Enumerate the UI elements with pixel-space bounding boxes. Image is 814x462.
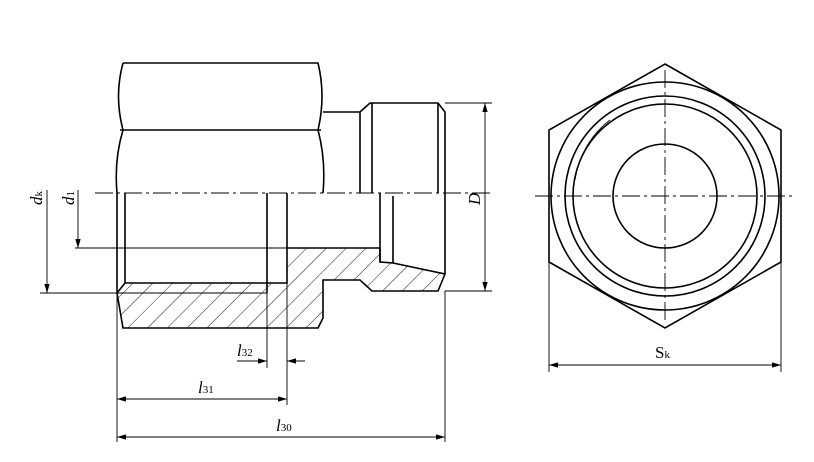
Sk-label: Sk (655, 343, 670, 362)
l30-label: l30 (276, 416, 292, 435)
side-view (95, 62, 490, 329)
neck-exterior (323, 111, 361, 193)
bore (116, 193, 446, 293)
end-view (535, 63, 795, 329)
hatched-section (116, 247, 447, 329)
d1-label: d1 (59, 191, 78, 205)
nut-exterior (115, 62, 325, 194)
D-label: D (465, 192, 484, 206)
dk-label: dk (27, 191, 46, 206)
l31-label: l31 (198, 378, 214, 397)
l32-label: l32 (237, 341, 253, 360)
hexagon-outline (548, 63, 782, 329)
dimensions (40, 102, 782, 442)
thread-end-exterior (359, 102, 446, 193)
